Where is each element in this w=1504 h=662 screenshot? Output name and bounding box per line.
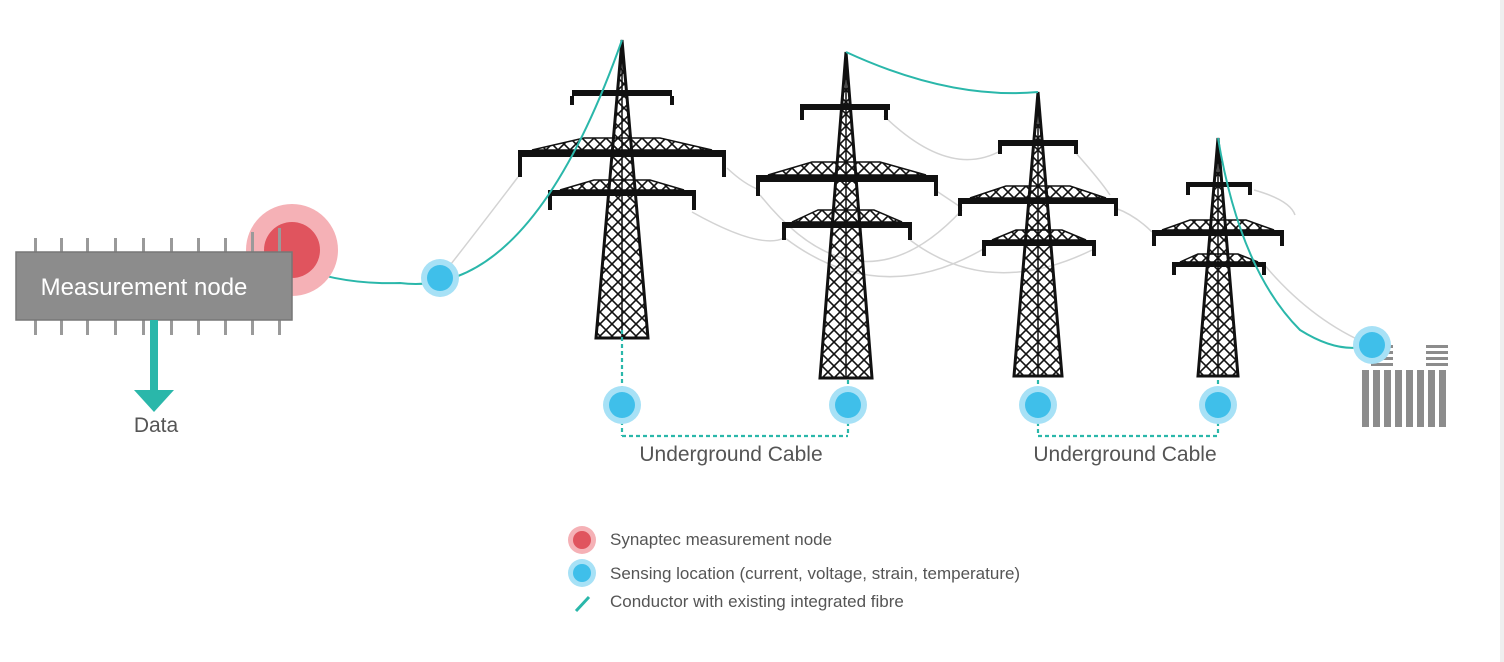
- underground-cable-label-1: Underground Cable: [639, 443, 822, 466]
- sensing-location-1: [421, 259, 459, 297]
- underground-cable-label-2: Underground Cable: [1033, 443, 1216, 466]
- measurement-node-label: Measurement node: [41, 274, 248, 301]
- chip-pins-top: [34, 228, 281, 253]
- legend-label-fibre-conductor: Conductor with existing integrated fibre: [610, 592, 904, 611]
- measurement-node-box: Measurement node: [15, 228, 293, 335]
- data-label: Data: [134, 414, 179, 437]
- tower-3: [958, 91, 1118, 378]
- transmission-towers: [518, 39, 1284, 380]
- legend-label-sensing-location: Sensing location (current, voltage, stra…: [610, 564, 1020, 583]
- legend-item-sensing-location: Sensing location (current, voltage, stra…: [568, 559, 1020, 587]
- legend-label-measurement-node: Synaptec measurement node: [610, 530, 832, 549]
- underground-fibre: [620, 330, 1220, 438]
- sensing-location-5: [1199, 386, 1237, 424]
- sensing-location-2: [603, 386, 641, 424]
- chip-pins-bottom: [34, 320, 281, 335]
- sensing-location-4: [1019, 386, 1057, 424]
- legend-item-fibre-conductor: Conductor with existing integrated fibre: [574, 592, 904, 613]
- legend: Synaptec measurement node Sensing locati…: [568, 526, 1020, 613]
- tower-2: [756, 51, 938, 380]
- legend-item-measurement-node: Synaptec measurement node: [568, 526, 832, 554]
- right-scroll-edge: [1500, 0, 1504, 662]
- tower-1: [518, 39, 726, 340]
- teal-line-icon: [574, 595, 591, 613]
- sensing-location-6: [1353, 326, 1391, 364]
- tower-4: [1152, 137, 1284, 378]
- sensing-location-3: [829, 386, 867, 424]
- data-arrow: [134, 320, 174, 412]
- sensing-locations: [421, 259, 1237, 424]
